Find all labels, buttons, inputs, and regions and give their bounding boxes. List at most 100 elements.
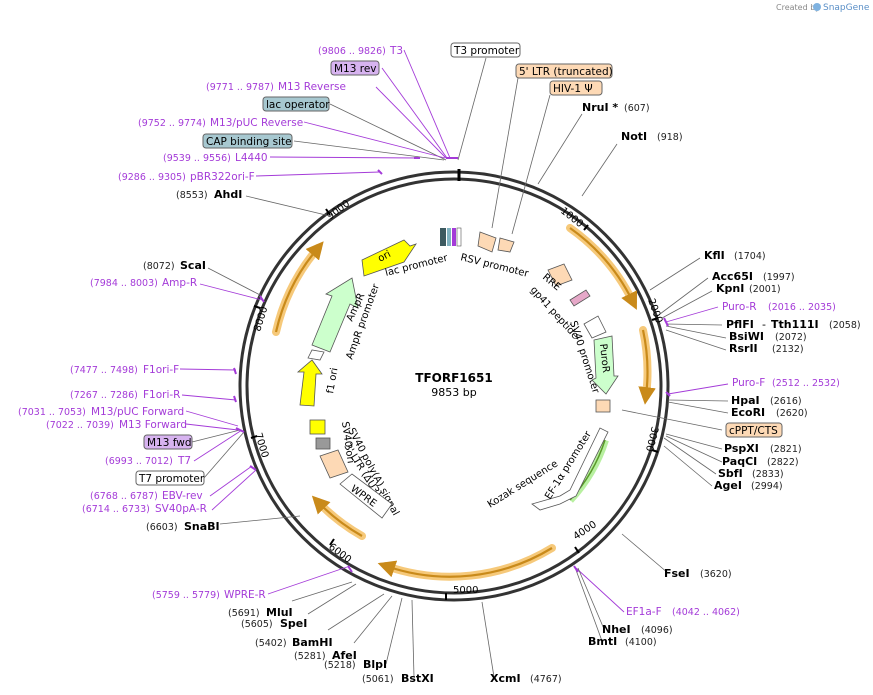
f1-ori-feature[interactable]: [296, 359, 323, 407]
enzyme-pos-bamhi: (5402): [255, 638, 287, 649]
cppt-feature[interactable]: [595, 399, 611, 413]
primer-puro-r[interactable]: Puro-R: [722, 301, 757, 313]
enzyme-rsrii[interactable]: RsrII: [729, 342, 758, 355]
enzyme-kpni[interactable]: KpnI: [716, 282, 744, 295]
m13-fwd-box[interactable]: [143, 434, 193, 450]
sv40-ori-feature[interactable]: [309, 419, 326, 435]
enzyme-ecori[interactable]: EcoRI: [731, 406, 765, 419]
enzyme-agei[interactable]: AgeI: [714, 479, 742, 492]
primer-pos-l4440: (9539 .. 9556): [163, 153, 231, 164]
lac-operator-feature[interactable]: [440, 228, 446, 246]
enzyme-bmti[interactable]: BmtI: [588, 635, 617, 648]
primer-ampr[interactable]: Amp-R: [162, 277, 197, 289]
primer-l4440[interactable]: L4440: [235, 152, 268, 164]
rre-feature[interactable]: [547, 263, 573, 287]
primer-pbr322[interactable]: pBR322ori-F: [190, 171, 255, 183]
ltr3-feature[interactable]: [319, 449, 349, 479]
ef1a-promoter-feature[interactable]: [531, 427, 609, 511]
lac-operator-box[interactable]: [262, 96, 330, 112]
orf-arrow-1[interactable]: [569, 227, 638, 310]
ampr-promoter-feature[interactable]: [307, 349, 325, 361]
sv40-polya-feature[interactable]: [315, 437, 331, 450]
enzyme-pos-ahdi: (8553): [176, 190, 208, 201]
orf-arrow-3[interactable]: [377, 547, 553, 578]
orf-arrow-5[interactable]: [274, 241, 324, 333]
orf-arrow-2[interactable]: [638, 329, 656, 405]
enzyme-pos-acc65i: (1997): [763, 272, 795, 283]
enzyme-pos-rsrii: (2132): [772, 344, 804, 355]
primer-ef1a-f[interactable]: EF1a-F: [626, 606, 662, 618]
lac-operator-label: lac operator: [266, 99, 330, 111]
enzyme-fsei[interactable]: FseI: [664, 567, 690, 580]
enzyme-nhei[interactable]: NheI: [602, 623, 631, 636]
cap-site-box[interactable]: [202, 133, 293, 149]
enzyme-spei[interactable]: SpeI: [280, 617, 307, 630]
m13-rev-box[interactable]: [330, 60, 380, 76]
enzyme-kfli[interactable]: KflI: [704, 249, 725, 262]
enzyme-xcmi[interactable]: XcmI: [490, 672, 521, 685]
enzyme-nrui[interactable]: NruI *: [582, 101, 618, 114]
enzyme-pos-mlui: (5691): [228, 608, 260, 619]
enzyme-pflfi[interactable]: PflFI: [726, 318, 754, 331]
enzyme-snabi[interactable]: SnaBI: [184, 520, 220, 533]
sv40-promoter-feature[interactable]: [583, 315, 607, 339]
enzyme-afei[interactable]: AfeI: [332, 649, 357, 662]
ori-feature[interactable]: [361, 239, 417, 277]
m13rev-feature[interactable]: [452, 228, 456, 246]
plasmid-size: 9853 bp: [431, 386, 476, 399]
enzyme-labels: NruI * (607) NotI (918) KflI (1704) Acc6…: [143, 101, 861, 685]
primer-m13puc-forward[interactable]: M13/pUC Forward: [91, 406, 184, 418]
primer-f1ori-f[interactable]: F1ori-F: [143, 364, 179, 376]
primer-pos-ampr: (7984 .. 8003): [90, 278, 158, 289]
wpre-feature[interactable]: [339, 473, 393, 519]
t3-promoter-label: T3 promoter: [453, 45, 520, 57]
f1-ori-label: f1 ori: [325, 367, 340, 395]
enzyme-pspxi[interactable]: PspXI: [724, 442, 759, 455]
primer-wpre-r[interactable]: WPRE-R: [224, 589, 266, 601]
enzyme-mlui[interactable]: MluI: [266, 606, 293, 619]
enzyme-blpi[interactable]: BlpI: [363, 658, 387, 671]
cppt-box[interactable]: [725, 422, 783, 438]
t3-feature[interactable]: [456, 227, 462, 247]
puror-feature[interactable]: [591, 335, 619, 395]
primer-f1ori-r[interactable]: F1ori-R: [143, 389, 180, 401]
orf-arrow-4[interactable]: [311, 495, 363, 537]
enzyme-paqci[interactable]: PaqCI: [722, 455, 757, 468]
primer-t7[interactable]: T7: [177, 455, 191, 467]
cap-site-feature[interactable]: [447, 228, 451, 246]
hiv-box[interactable]: [549, 80, 603, 96]
enzyme-noti[interactable]: NotI: [621, 130, 647, 143]
enzyme-pos-fsei: (3620): [700, 569, 732, 580]
enzyme-ahdi[interactable]: AhdI: [214, 188, 242, 201]
hiv-psi-feature[interactable]: [497, 237, 515, 253]
snapgene-brand[interactable]: SnapGene: [823, 3, 870, 13]
primer-sv40pa-r[interactable]: SV40pA-R: [155, 503, 207, 515]
enzyme-bsiwi[interactable]: BsiWI: [729, 330, 764, 343]
ampr-feature[interactable]: [311, 277, 359, 353]
backbone-outer: [238, 170, 670, 602]
primer-puro-f[interactable]: Puro-F: [732, 377, 765, 389]
primer-ebv-rev[interactable]: EBV-rev: [162, 490, 203, 502]
enzyme-scai[interactable]: ScaI: [180, 259, 206, 272]
primer-m13-reverse[interactable]: M13 Reverse: [278, 81, 346, 93]
enzyme-pos-scai: (8072): [143, 261, 175, 272]
t3-promoter-box[interactable]: [450, 42, 521, 58]
primer-t3[interactable]: T3: [389, 45, 403, 57]
hiv-label: HIV-1 Ψ: [553, 83, 593, 95]
enzyme-pos-paqci: (2822): [767, 457, 799, 468]
gp41-feature[interactable]: [569, 289, 591, 307]
ltr5-box[interactable]: [515, 63, 613, 79]
ltr5-feature[interactable]: [477, 231, 497, 253]
t7-promoter-box[interactable]: [135, 470, 205, 486]
enzyme-pos-xcmi: (4767): [530, 674, 562, 685]
enzyme-bstxi[interactable]: BstXI: [401, 672, 434, 685]
enzyme-tth111i[interactable]: Tth111I: [771, 318, 819, 331]
enzyme-acc65i[interactable]: Acc65I: [712, 270, 753, 283]
enzyme-sbfi[interactable]: SbfI: [718, 467, 743, 480]
enzyme-pos-spei: (5605): [241, 619, 273, 630]
enzyme-hpai[interactable]: HpaI: [731, 394, 760, 407]
enzyme-bamhi[interactable]: BamHI: [292, 636, 333, 649]
primer-m13-forward[interactable]: M13 Forward: [119, 419, 187, 431]
primer-m13puc-reverse[interactable]: M13/pUC Reverse: [210, 117, 303, 129]
